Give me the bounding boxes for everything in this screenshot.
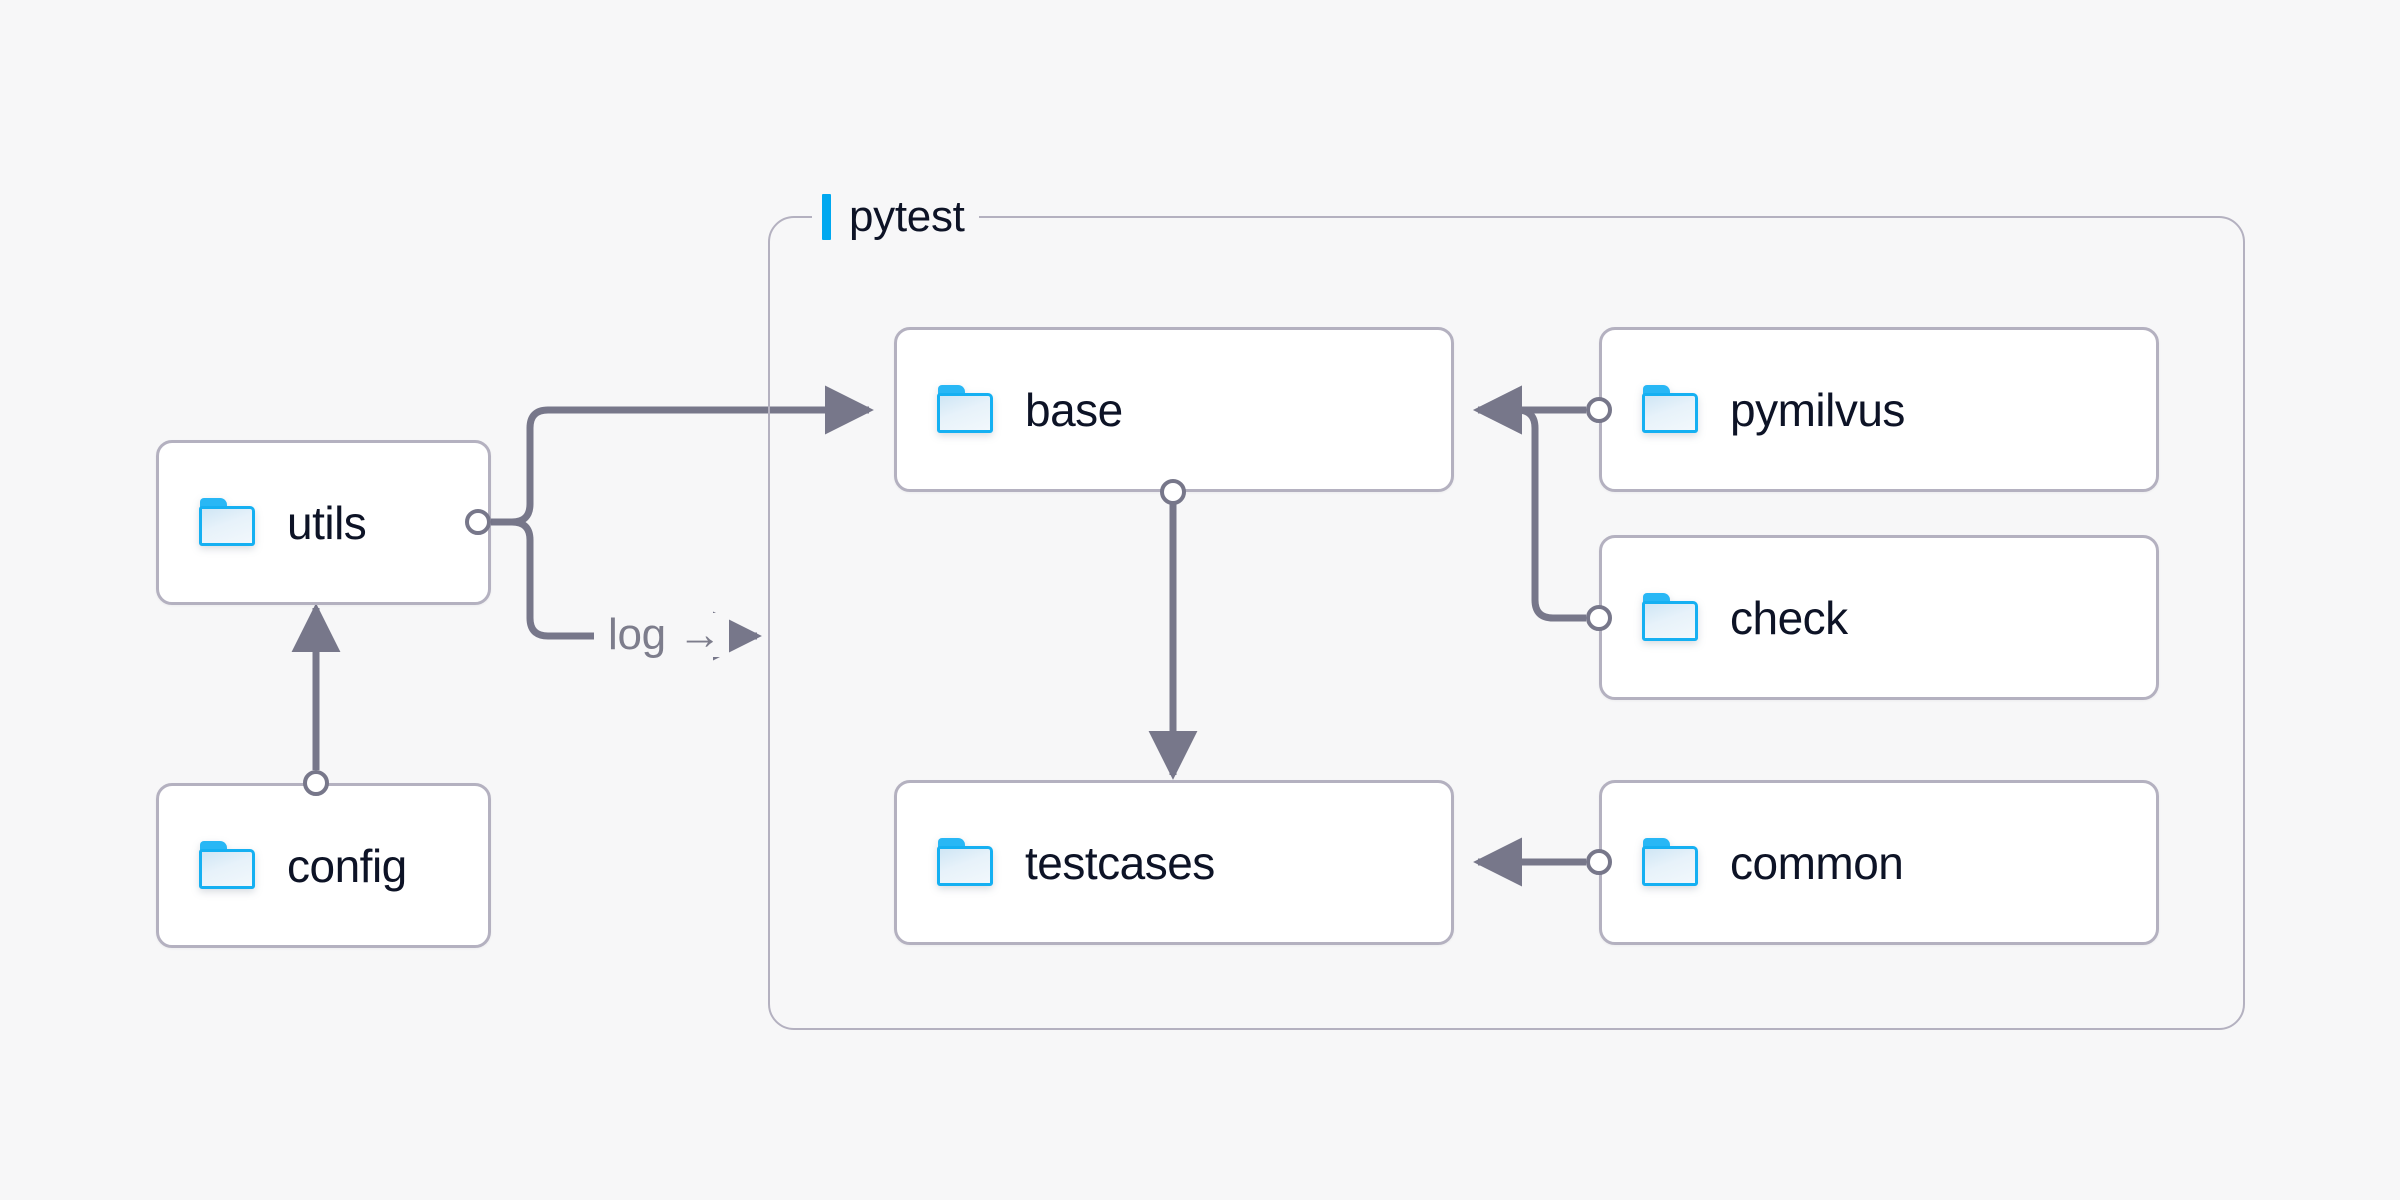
node-base[interactable]: base [894,327,1454,492]
node-check-label: check [1730,591,1848,644]
node-config-label: config [287,839,407,892]
node-check[interactable]: check [1599,535,2159,700]
node-common-label: common [1730,836,1904,889]
folder-icon [937,384,995,435]
port-config-top[interactable] [303,770,329,796]
group-pytest[interactable] [768,216,2245,1030]
group-title-text: pytest [849,192,965,241]
folder-icon [1642,384,1700,435]
port-check-left[interactable] [1586,605,1612,631]
group-accent-bar [822,194,831,240]
node-utils[interactable]: utils [156,440,491,605]
port-base-bottom[interactable] [1160,479,1186,505]
node-utils-label: utils [287,496,367,549]
node-testcases-label: testcases [1025,836,1215,889]
port-common-left[interactable] [1586,849,1612,875]
folder-icon [199,840,257,891]
node-pymilvus[interactable]: pymilvus [1599,327,2159,492]
edge-utils-log [491,518,594,640]
port-utils-right[interactable] [465,509,491,535]
folder-icon [1642,837,1700,888]
port-pymilvus-left[interactable] [1586,397,1612,423]
group-pytest-label: pytest [812,192,979,242]
edge-label-log: log → [600,613,730,657]
node-common[interactable]: common [1599,780,2159,945]
folder-icon [199,497,257,548]
node-base-label: base [1025,383,1123,436]
folder-icon [937,837,995,888]
node-pymilvus-label: pymilvus [1730,383,1905,436]
node-testcases[interactable]: testcases [894,780,1454,945]
node-config[interactable]: config [156,783,491,948]
folder-icon [1642,592,1700,643]
